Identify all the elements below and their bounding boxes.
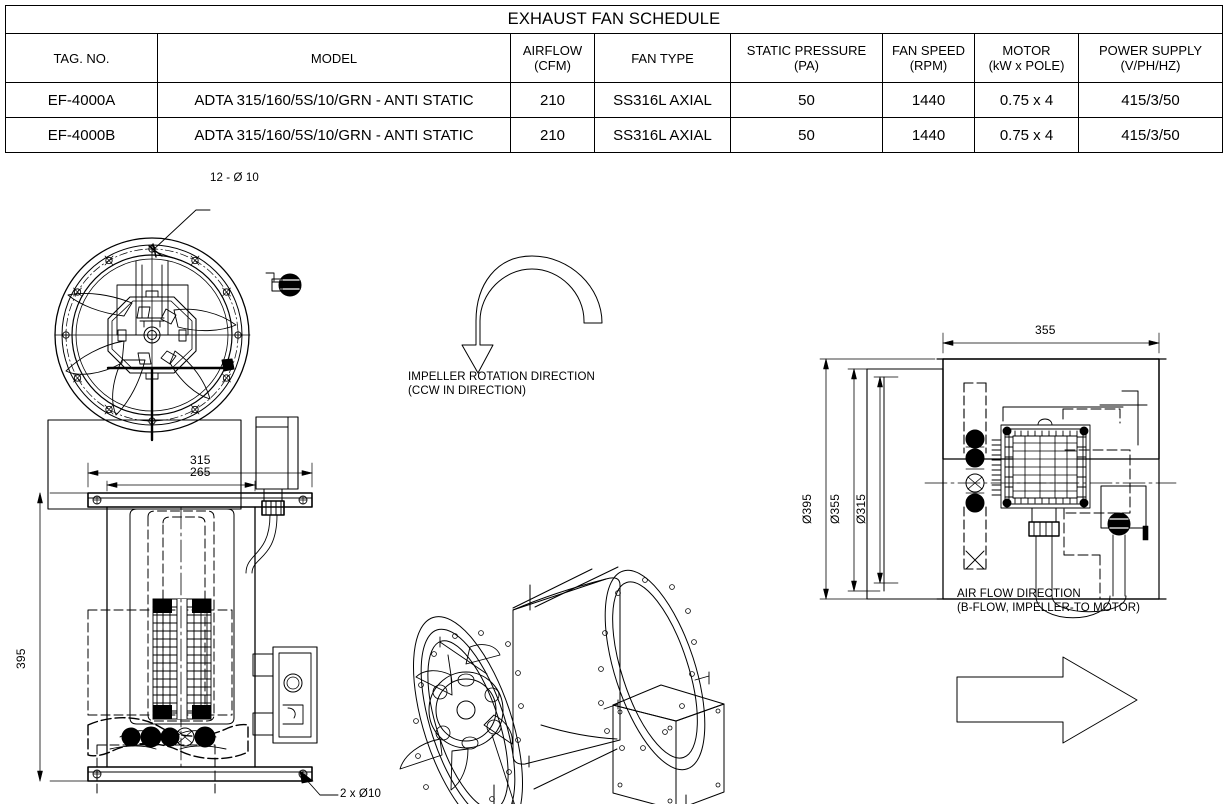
exhaust-fan-schedule-table: EXHAUST FAN SCHEDULE TAG. NO. MODEL AIRF… — [5, 5, 1223, 153]
isometric-view-drawing — [399, 566, 725, 804]
cell-tag-no: EF-4000A — [5, 82, 158, 118]
cell-fan-speed: 1440 — [882, 117, 975, 153]
right-side-view-drawing — [819, 332, 1177, 619]
cell-model: ADTA 315/160/5S/10/GRN - ANTI STATIC — [157, 82, 511, 118]
cell-tag-no: EF-4000B — [5, 117, 158, 153]
header-label: STATIC PRESSURE — [746, 43, 867, 58]
header-label: MODEL — [310, 50, 358, 66]
cell-power-supply: 415/3/50 — [1078, 117, 1223, 153]
schedule-header-row: TAG. NO. MODEL AIRFLOW (CFM) FAN TYPE ST… — [5, 33, 1223, 83]
header-label: MOTOR — [1002, 43, 1051, 58]
column-header-power-supply: POWER SUPPLY (V/PH/HZ) — [1078, 33, 1223, 83]
cell-model: ADTA 315/160/5S/10/GRN - ANTI STATIC — [157, 117, 511, 153]
cell-fan-speed: 1440 — [882, 82, 975, 118]
cell-static-pressure: 50 — [730, 82, 883, 118]
dim-diameter-395: Ø395 — [800, 493, 814, 524]
dim-left-view-265: 265 — [190, 465, 211, 479]
front-view-hole-callout: 12 - Ø 10 — [210, 172, 259, 184]
header-unit: (PA) — [793, 58, 820, 73]
technical-drawing-area: 12 - Ø 10 IMPELLER ROTATION DIRECTION (C… — [0, 155, 1231, 804]
header-unit: (V/PH/HZ) — [1120, 58, 1181, 73]
left-side-view-drawing — [37, 272, 339, 796]
cell-fan-type: SS316L AXIAL — [594, 117, 731, 153]
schedule-title-row: EXHAUST FAN SCHEDULE — [5, 5, 1223, 34]
cell-airflow: 210 — [510, 82, 595, 118]
cell-motor: 0.75 x 4 — [974, 82, 1079, 118]
column-header-motor: MOTOR (kW x POLE) — [974, 33, 1079, 83]
dim-left-view-315: 315 — [190, 453, 211, 467]
header-label: AIRFLOW — [522, 43, 583, 58]
column-header-fan-type: FAN TYPE — [594, 33, 731, 83]
impeller-rotation-arrow — [461, 255, 603, 374]
column-header-airflow: AIRFLOW (CFM) — [510, 33, 595, 83]
cell-motor: 0.75 x 4 — [974, 117, 1079, 153]
table-row: EF-4000B ADTA 315/160/5S/10/GRN - ANTI S… — [5, 117, 1223, 153]
airflow-note-line2: (B-FLOW, IMPELLER-TO MOTOR) — [957, 602, 1141, 614]
header-label: FAN TYPE — [631, 50, 694, 66]
column-header-model: MODEL — [157, 33, 511, 83]
column-header-tag-no: TAG. NO. — [5, 33, 158, 83]
cell-fan-type: SS316L AXIAL — [594, 82, 731, 118]
base-hole-callout: 2 x Ø10 — [340, 788, 381, 800]
header-label: FAN SPEED — [892, 43, 965, 58]
cell-airflow: 210 — [510, 117, 595, 153]
rotation-note-line2: (CCW IN DIRECTION) — [408, 385, 527, 397]
airflow-note-line1: AIR FLOW DIRECTION — [957, 588, 1081, 600]
column-header-fan-speed: FAN SPEED (RPM) — [882, 33, 975, 83]
header-label: TAG. NO. — [53, 50, 110, 66]
rotation-note-line1: IMPELLER ROTATION DIRECTION — [408, 371, 595, 383]
column-header-static-pressure: STATIC PRESSURE (PA) — [730, 33, 883, 83]
dim-left-view-395: 395 — [14, 648, 28, 669]
header-unit: (kW x POLE) — [988, 58, 1065, 73]
dim-diameter-355: Ø355 — [828, 493, 842, 524]
air-flow-arrow — [956, 656, 1138, 744]
dim-side-right-width: 355 — [1035, 323, 1056, 337]
schedule-title: EXHAUST FAN SCHEDULE — [5, 5, 1223, 34]
header-unit: (CFM) — [534, 58, 571, 73]
table-row: EF-4000A ADTA 315/160/5S/10/GRN - ANTI S… — [5, 82, 1223, 118]
header-unit: (RPM) — [909, 58, 948, 73]
cell-power-supply: 415/3/50 — [1078, 82, 1223, 118]
front-view-drawing — [47, 209, 299, 574]
cell-static-pressure: 50 — [730, 117, 883, 153]
dim-diameter-315: Ø315 — [854, 493, 868, 524]
header-label: POWER SUPPLY — [1098, 43, 1203, 58]
